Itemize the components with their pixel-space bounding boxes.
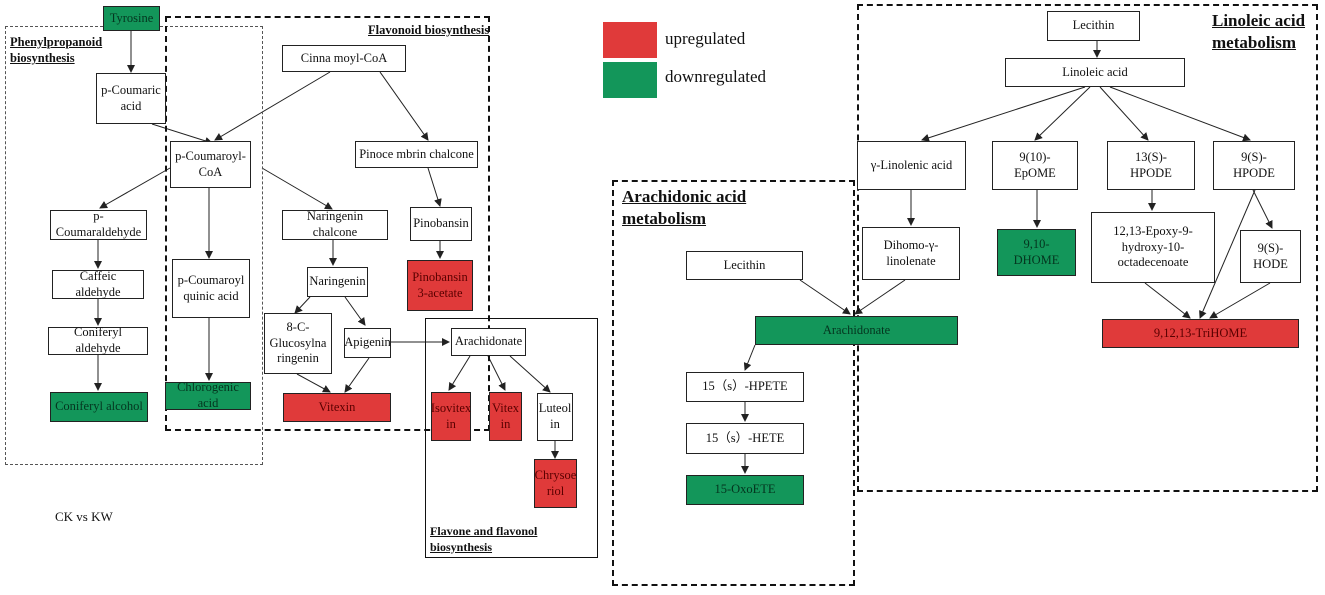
legend-swatch-up <box>603 22 657 58</box>
node-15s-hpete: 15（s）-HPETE <box>686 372 804 402</box>
node-coniferyl-aldehyde: Coniferyl aldehyde <box>48 325 148 355</box>
region-flavone-flavonol <box>425 318 598 558</box>
node-apigenin: Apigenin <box>344 328 391 358</box>
node-p-coumaroyl-quinic-acid: p-Coumaroyl quinic acid <box>172 259 250 318</box>
node-pinobansin-3-acetate: Pinobansin 3-acetate <box>407 260 473 311</box>
node-tyrosine: Tyrosine <box>103 6 160 31</box>
node-coniferyl-alcohol: Coniferyl alcohol <box>50 392 148 422</box>
node-caffeic-aldehyde: Caffeic aldehyde <box>52 269 144 299</box>
node-arachidonate: Arachidonate <box>755 316 958 345</box>
node-dihomo-gamma-linolenate: Dihomo-γ- linolenate <box>862 227 960 280</box>
region-title-linoleic: Linoleic acid metabolism <box>1212 11 1306 53</box>
node-chrysoeriol: Chrysoe riol <box>534 459 577 508</box>
node-8-c-glucosylnaringenin: 8-C- Glucosylna ringenin <box>264 313 332 374</box>
legend-label-up: upregulated <box>665 29 746 48</box>
node-isovitexin: Isovitex in <box>431 392 471 441</box>
node-luteolin: Luteol in <box>537 393 573 441</box>
node-pinocembrin-chalcone: Pinoce mbrin chalcone <box>355 141 478 168</box>
node-vitexin: Vitexin <box>283 393 391 422</box>
comparison-label: CK vs KW <box>55 509 113 524</box>
node-naringenin: Naringenin <box>307 267 368 297</box>
node-vitexin-flavone: Vitex in <box>489 392 522 441</box>
node-pinobansin: Pinobansin <box>410 207 472 241</box>
node-9-10-dhome: 9,10- DHOME <box>997 229 1076 276</box>
node-arachidonate-flavone: Arachidonate <box>451 328 526 356</box>
node-9-10-epome: 9(10)- EpOME <box>992 141 1078 190</box>
node-p-coumaric-acid: p-Coumaric acid <box>96 73 166 124</box>
node-chlorogenic-acid: Chlorogenic acid <box>165 380 251 410</box>
node-15-oxoete: 15-OxoETE <box>686 475 804 505</box>
region-title-flavonoid: Flavonoid biosynthesis <box>368 23 490 37</box>
node-9s-hode: 9(S)- HODE <box>1240 230 1301 283</box>
region-arachidonic <box>612 180 855 586</box>
node-lecithin-arachidonic: Lecithin <box>686 251 803 280</box>
region-title-phenylpropanoid: Phenylpropanoid biosynthesis <box>10 35 103 66</box>
region-flavonoid <box>165 16 490 431</box>
node-cinnamoyl-coa: Cinna moyl-CoA <box>282 45 406 72</box>
node-15s-hete: 15（s）-HETE <box>686 423 804 454</box>
legend-label-down: downregulated <box>665 67 767 86</box>
node-gamma-linolenic-acid: γ-Linolenic acid <box>857 141 966 190</box>
node-p-coumaraldehyde: p-Coumaraldehyde <box>50 209 147 240</box>
node-9s-hpode: 9(S)- HPODE <box>1213 141 1295 190</box>
node-lecithin-linoleic: Lecithin <box>1047 11 1140 41</box>
node-12-13-epoxy: 12,13-Epoxy-9- hydroxy-10- octadecenoate <box>1091 212 1215 283</box>
region-title-flavone-flavonol: Flavone and flavonol biosynthesis <box>430 524 538 554</box>
node-linoleic-acid: Linoleic acid <box>1005 58 1185 87</box>
node-9-12-13-trihome: 9,12,13-TriHOME <box>1102 319 1299 348</box>
node-naringenin-chalcone: Naringenin chalcone <box>282 209 388 240</box>
legend-swatch-down <box>603 62 657 98</box>
region-title-arachidonic: Arachidonic acid metabolism <box>622 187 747 229</box>
node-13s-hpode: 13(S)- HPODE <box>1107 141 1195 190</box>
node-p-coumaroyl-coa: p-Coumaroyl- CoA <box>170 141 251 188</box>
region-linoleic <box>857 4 1318 492</box>
